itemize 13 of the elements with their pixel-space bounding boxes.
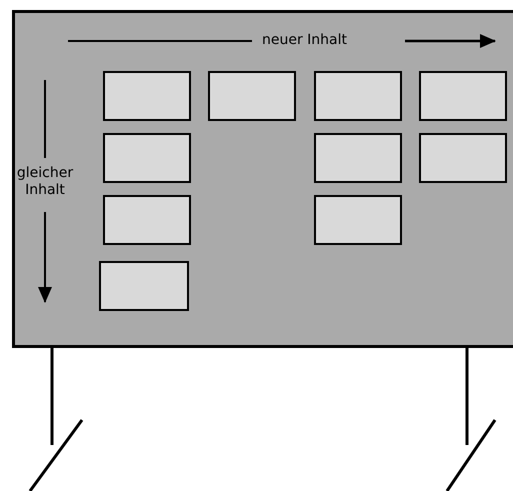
direction-label: neuer Inhalt [262, 32, 348, 49]
card [103, 195, 191, 245]
pinboard [12, 10, 513, 348]
card [314, 195, 402, 245]
card [314, 133, 402, 183]
card [419, 133, 507, 183]
card [103, 71, 191, 121]
card [99, 261, 189, 311]
card [419, 71, 507, 121]
card [103, 133, 191, 183]
card [314, 71, 402, 121]
direction-label: gleicher Inhalt [16, 165, 74, 199]
card [208, 71, 296, 121]
